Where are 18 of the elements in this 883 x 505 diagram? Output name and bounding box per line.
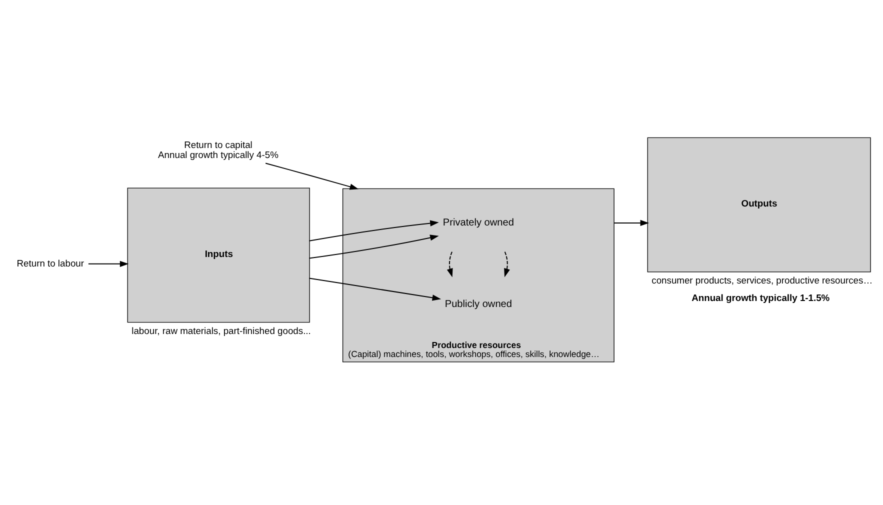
node-label: Annual growth typically 1-1.5%	[692, 292, 830, 303]
node-text: Publicly owned	[444, 299, 512, 310]
node-label: Productive resources	[432, 340, 521, 350]
arrow	[265, 162, 359, 190]
cluster	[342, 188, 614, 362]
arrow	[88, 260, 129, 267]
node-text: Return to capital Annual growth typically 4-5%	[158, 138, 278, 160]
node-label: consumer products, services, productive resources…	[652, 274, 873, 286]
arrow	[309, 220, 439, 242]
node-label: labour, raw materials, part-finished goods...	[132, 324, 311, 336]
arrow	[309, 278, 442, 301]
node-text: Privately owned	[442, 217, 514, 228]
arrow	[504, 252, 510, 278]
node-label: (Capital) machines, tools, workshops, offices, skills, knowledge…	[348, 348, 600, 359]
node-text: Return to labour	[16, 257, 84, 268]
arrow	[614, 220, 650, 226]
arrow	[309, 234, 439, 259]
arrow	[446, 252, 453, 278]
